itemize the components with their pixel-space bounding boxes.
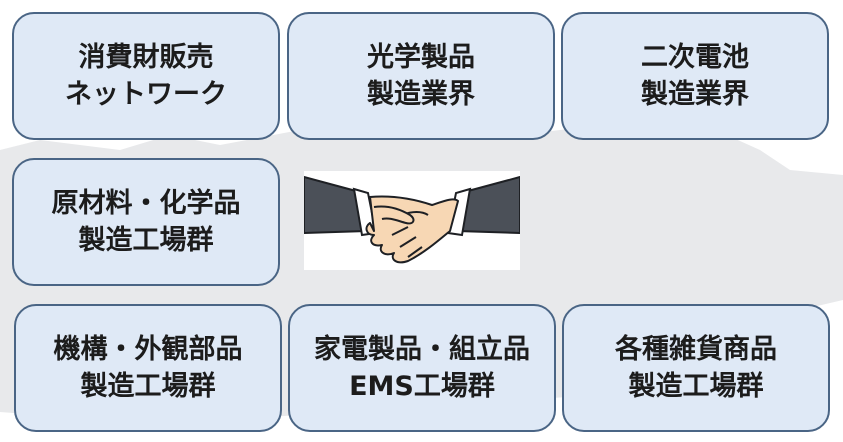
card-line: 製造工場群 — [628, 371, 764, 402]
card-line: 製造業界 — [641, 79, 749, 110]
handshake-icon — [303, 175, 521, 264]
card-line: 製造工場群 — [80, 371, 216, 402]
card-line: EMS工場群 — [349, 371, 495, 402]
card-line: 光学製品 — [367, 42, 475, 73]
card-line: 二次電池 — [641, 42, 749, 73]
home-appliance-card: 家電製品・組立品 EMS工場群 — [288, 304, 556, 432]
secondary-battery-card: 二次電池 製造業界 — [561, 12, 829, 140]
handshake-image — [303, 171, 521, 270]
card-line: 機構・外観部品 — [53, 334, 243, 365]
card-line: 消費財販売 — [78, 42, 214, 73]
consumer-network-card: 消費財販売 ネットワーク — [12, 12, 280, 140]
card-line: 家電製品・組立品 — [314, 334, 530, 365]
optical-products-card: 光学製品 製造業界 — [287, 12, 555, 140]
card-line: 各種雑貨商品 — [615, 334, 777, 365]
raw-materials-card: 原材料・化学品 製造工場群 — [12, 158, 280, 286]
card-line: 製造業界 — [367, 79, 475, 110]
mechanism-parts-card: 機構・外観部品 製造工場群 — [14, 304, 282, 432]
card-line: 製造工場群 — [78, 225, 214, 256]
card-line: 原材料・化学品 — [51, 188, 241, 219]
general-goods-card: 各種雑貨商品 製造工場群 — [562, 304, 830, 432]
card-line: ネットワーク — [65, 79, 227, 110]
